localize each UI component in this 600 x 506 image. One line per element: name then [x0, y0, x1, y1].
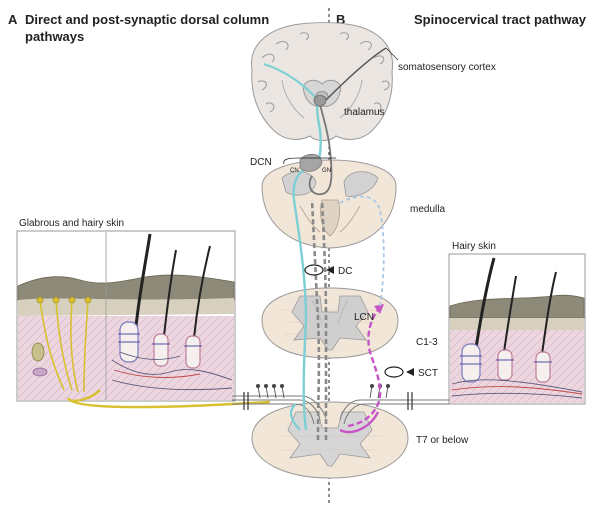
- medulla-label: medulla: [410, 204, 445, 215]
- left-skin-panel: [17, 231, 235, 401]
- panel-a-title-line1: Direct and post-synaptic dorsal column: [25, 12, 269, 27]
- somatosensory-cortex-label: somatosensory cortex: [398, 62, 496, 73]
- gn-label: GN: [322, 168, 331, 174]
- thalamus-label: thalamus: [344, 107, 385, 118]
- lcn-label: LCN: [354, 312, 374, 323]
- dc-label: DC: [338, 266, 352, 277]
- cervical-section: [262, 288, 398, 358]
- panel-a-letter: A: [8, 12, 18, 27]
- dcn-label: DCN: [250, 157, 272, 168]
- thalamus-nucleus: [314, 96, 326, 107]
- hairy-skin-label: Hairy skin: [452, 241, 496, 252]
- sct-arrow: [406, 368, 414, 376]
- panel-b-title: Spinocervical tract pathway: [414, 12, 587, 27]
- c1-3-label: C1-3: [416, 337, 438, 348]
- cn-label: CN: [290, 168, 299, 174]
- panel-a-title-line2: pathways: [25, 29, 84, 44]
- sct-label: SCT: [418, 368, 438, 379]
- t7-label: T7 or below: [416, 435, 469, 446]
- brain-coronal-section: [251, 23, 392, 141]
- right-skin-panel: [449, 254, 585, 404]
- sct-section-marker: [385, 367, 403, 377]
- dc-section-marker: [305, 265, 323, 275]
- glabrous-hairy-skin-label: Glabrous and hairy skin: [19, 218, 124, 229]
- thoracic-section: [252, 402, 408, 478]
- dc-arrow: [326, 266, 334, 274]
